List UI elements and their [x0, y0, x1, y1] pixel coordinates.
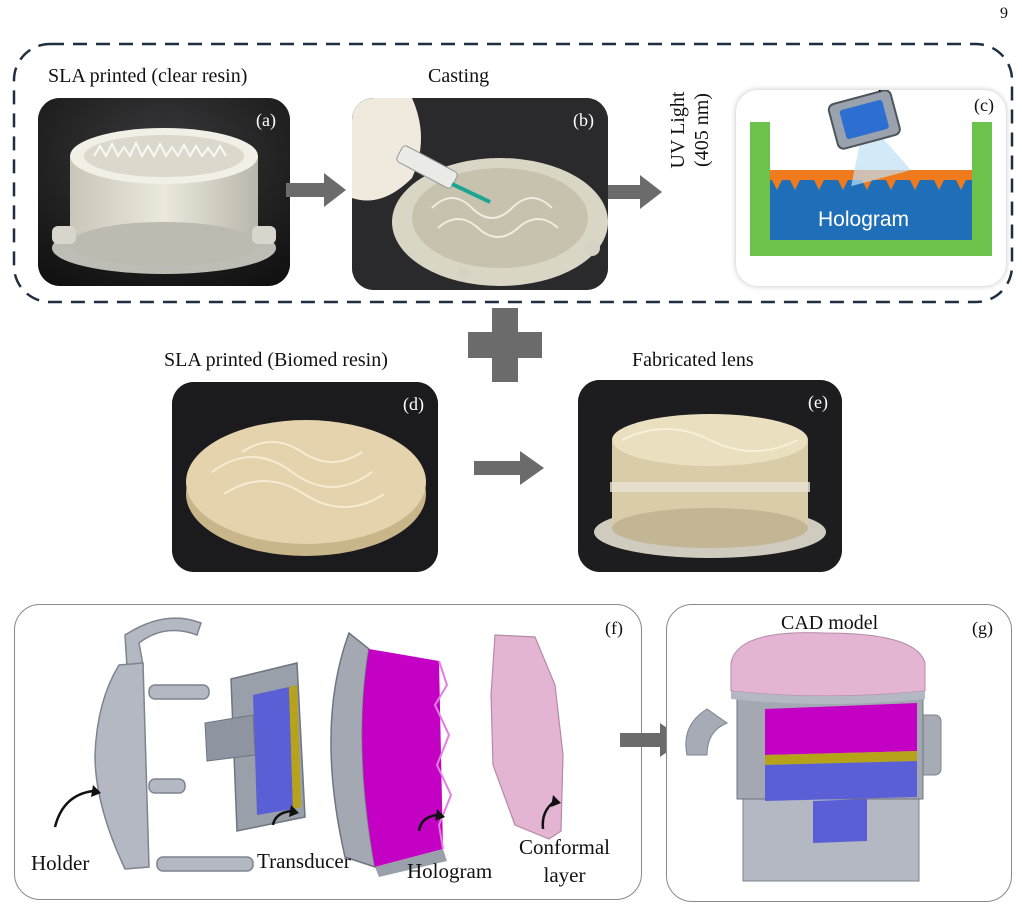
label-holder: Holder [31, 851, 90, 875]
photo-b-casting: (b) [352, 98, 608, 290]
arrow-b-to-c [608, 175, 662, 209]
conformal-layer-part [490, 634, 564, 840]
panel-g-cad-model: CAD model (g) [666, 604, 1012, 902]
caption-e: Fabricated lens [632, 349, 754, 371]
caption-g: CAD model [781, 612, 879, 634]
hologram-part [330, 631, 453, 877]
label-hologram: Hologram [407, 859, 493, 883]
arrow-a-to-b [286, 173, 346, 207]
uv-light-label: UV Light (405 nm) [638, 70, 713, 190]
transducer-part [204, 662, 306, 832]
caption-b: Casting [428, 65, 490, 87]
label-transducer: Transducer [257, 849, 351, 873]
holder-cylinder-illustration [38, 98, 290, 286]
plus-icon [468, 308, 542, 382]
uv-light-label-line2: (405 nm) [691, 93, 713, 167]
holder-part [94, 617, 254, 872]
letter-b: (b) [573, 110, 594, 130]
photo-e-fabricated-lens: (e) [578, 380, 842, 572]
panel-f-exploded-view: Holder Transducer Hologram Conformal lay… [14, 604, 642, 900]
exploded-view-illustration [53, 617, 564, 877]
uv-light-label-line1: UV Light [667, 91, 689, 169]
photo-d-biomed-lens: (d) [172, 382, 438, 572]
biomed-lens-illustration [172, 382, 438, 572]
letter-c: (c) [974, 95, 994, 115]
fabricated-lens-illustration [578, 380, 842, 572]
cad-model-illustration [685, 632, 942, 882]
hologram-inner-label: Hologram [818, 208, 910, 231]
label-conformal-layer: Conformal layer [519, 833, 610, 889]
letter-f: (f) [605, 618, 623, 638]
caption-d: SLA printed (Biomed resin) [164, 349, 388, 371]
uv-curing-illustration [750, 54, 992, 256]
casting-illustration [352, 98, 608, 290]
label-conformal-line1: Conformal [519, 835, 610, 859]
letter-e: (e) [808, 392, 828, 412]
letter-a: (a) [256, 110, 276, 130]
arrow-d-to-e [474, 451, 544, 485]
diagram-c-uv-curing: Hologram (c) [736, 54, 1006, 286]
label-conformal-line2: layer [543, 863, 586, 887]
caption-a: SLA printed (clear resin) [48, 65, 248, 87]
letter-g: (g) [972, 618, 993, 638]
page-number: 9 [1000, 5, 1008, 22]
photo-a-clear-resin-holder: (a) [38, 98, 290, 286]
uv-lamp-icon [827, 54, 912, 187]
letter-d: (d) [403, 394, 424, 414]
